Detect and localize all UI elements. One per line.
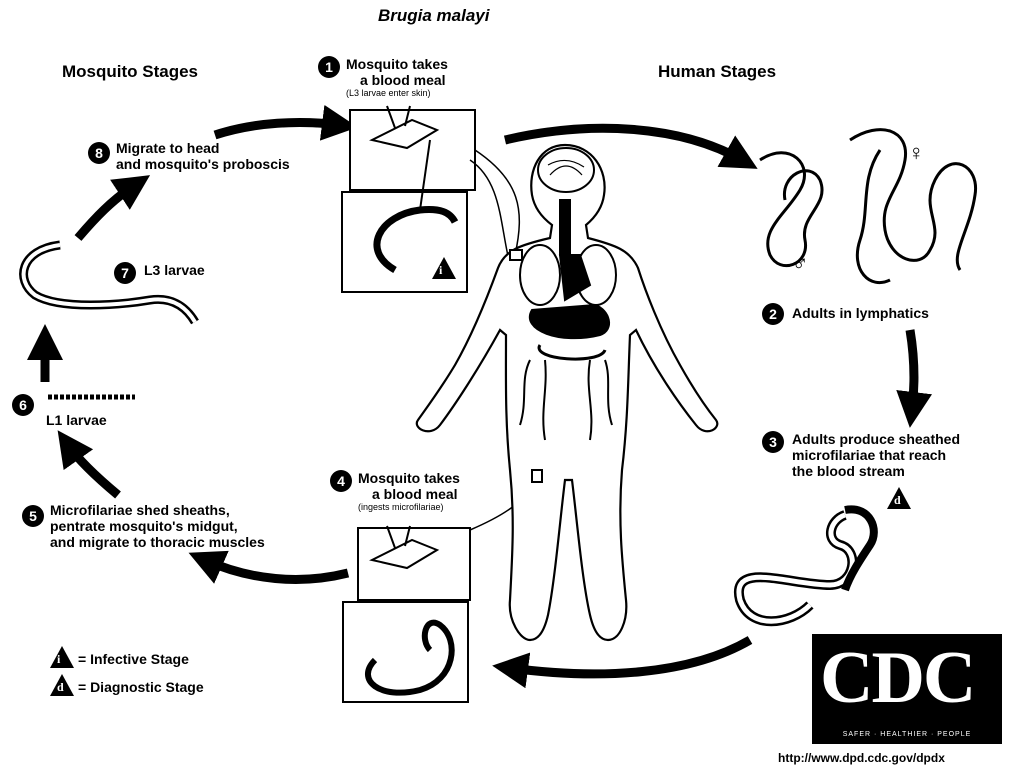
step-1-line2: a blood meal [346, 72, 448, 88]
microfilariae [739, 509, 874, 621]
step-2-number: 2 [762, 303, 784, 325]
step-4-line1: Mosquito takes [358, 470, 460, 486]
source-url[interactable]: http://www.dpd.cdc.gov/dpdx [778, 752, 945, 766]
step-6-number: 6 [12, 394, 34, 416]
human-stages-heading: Human Stages [658, 62, 776, 82]
arrow-2-to-3 [910, 330, 914, 410]
legend-diagnostic-label: = Diagnostic Stage [78, 679, 204, 695]
step-8-label: Migrate to head and mosquito's proboscis [116, 140, 290, 172]
step-5-line1: Microfilariae shed sheaths, [50, 502, 265, 518]
cdc-logo-letters: CDC [820, 636, 974, 721]
arrow-7-to-8 [78, 185, 135, 238]
step-3-line2: microfilariae that reach [792, 447, 960, 463]
step-3-line3: the blood stream [792, 463, 960, 479]
legend-infective-icon: i [50, 646, 74, 668]
infective-stage-icon: i [432, 257, 456, 279]
legend-diagnostic-icon: d [50, 674, 74, 696]
step-6-label: L1 larvae [46, 412, 107, 428]
arrow-8-to-1 [215, 122, 340, 135]
step-1-number: 1 [318, 56, 340, 78]
step-8-line2: and mosquito's proboscis [116, 156, 290, 172]
arrow-4-to-5 [205, 560, 348, 579]
step-1-line1: Mosquito takes [346, 56, 448, 72]
step-4-number: 4 [330, 470, 352, 492]
mosquito-stages-heading: Mosquito Stages [62, 62, 198, 82]
step-3-number: 3 [762, 431, 784, 453]
step-5-line3: and migrate to thoracic muscles [50, 534, 265, 550]
cdc-logo: CDC SAFER · HEALTHIER · PEOPLE [812, 634, 1002, 744]
step-7-number: 7 [114, 262, 136, 284]
step-7-label: L3 larvae [144, 262, 205, 278]
mosquito-box-bottom [343, 526, 470, 702]
step-3-line1: Adults produce sheathed [792, 431, 960, 447]
diagram-title: Brugia malayi [378, 6, 490, 26]
diagnostic-stage-icon: d [887, 487, 911, 509]
male-symbol: ♂ [792, 250, 809, 275]
step-5-number: 5 [22, 505, 44, 527]
step-5-line2: pentrate mosquito's midgut, [50, 518, 265, 534]
step-5-label: Microfilariae shed sheaths, pentrate mos… [50, 502, 265, 550]
step-1-label: Mosquito takes a blood meal (L3 larvae e… [346, 56, 448, 99]
step-4-label: Mosquito takes a blood meal (ingests mic… [358, 470, 460, 513]
step-2-label: Adults in lymphatics [792, 305, 929, 321]
l3-larva [24, 245, 195, 322]
step-1-note: (L3 larvae enter skin) [346, 88, 448, 98]
step-3-label: Adults produce sheathed microfilariae th… [792, 431, 960, 479]
arrow-3-to-4 [510, 640, 750, 674]
step-4-line2: a blood meal [358, 486, 460, 502]
arrow-5-to-6 [68, 445, 118, 495]
step-4-note: (ingests microfilariae) [358, 502, 460, 512]
cdc-logo-tagline: SAFER · HEALTHIER · PEOPLE [818, 731, 996, 738]
female-symbol: ♀ [908, 140, 925, 165]
step-8-number: 8 [88, 142, 110, 164]
step-8-line1: Migrate to head [116, 140, 290, 156]
legend-infective-label: = Infective Stage [78, 651, 189, 667]
